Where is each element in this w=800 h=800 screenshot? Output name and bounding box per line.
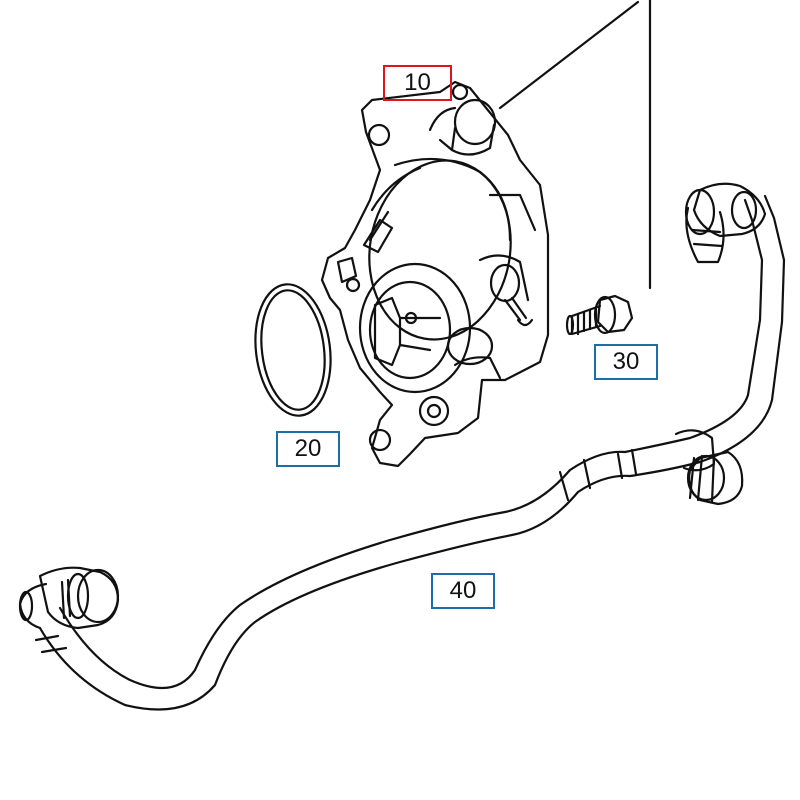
vacuum-hose-part-40 bbox=[18, 182, 786, 711]
callout-10[interactable]: 10 bbox=[383, 65, 452, 101]
bolt-part-30 bbox=[565, 294, 634, 336]
vacuum-pump-part-10 bbox=[320, 80, 550, 468]
callout-40[interactable]: 40 bbox=[431, 573, 495, 609]
leader-lines bbox=[498, 0, 652, 290]
callout-30[interactable]: 30 bbox=[594, 344, 658, 380]
callout-20[interactable]: 20 bbox=[276, 431, 340, 467]
o-ring-part-20 bbox=[254, 283, 332, 417]
